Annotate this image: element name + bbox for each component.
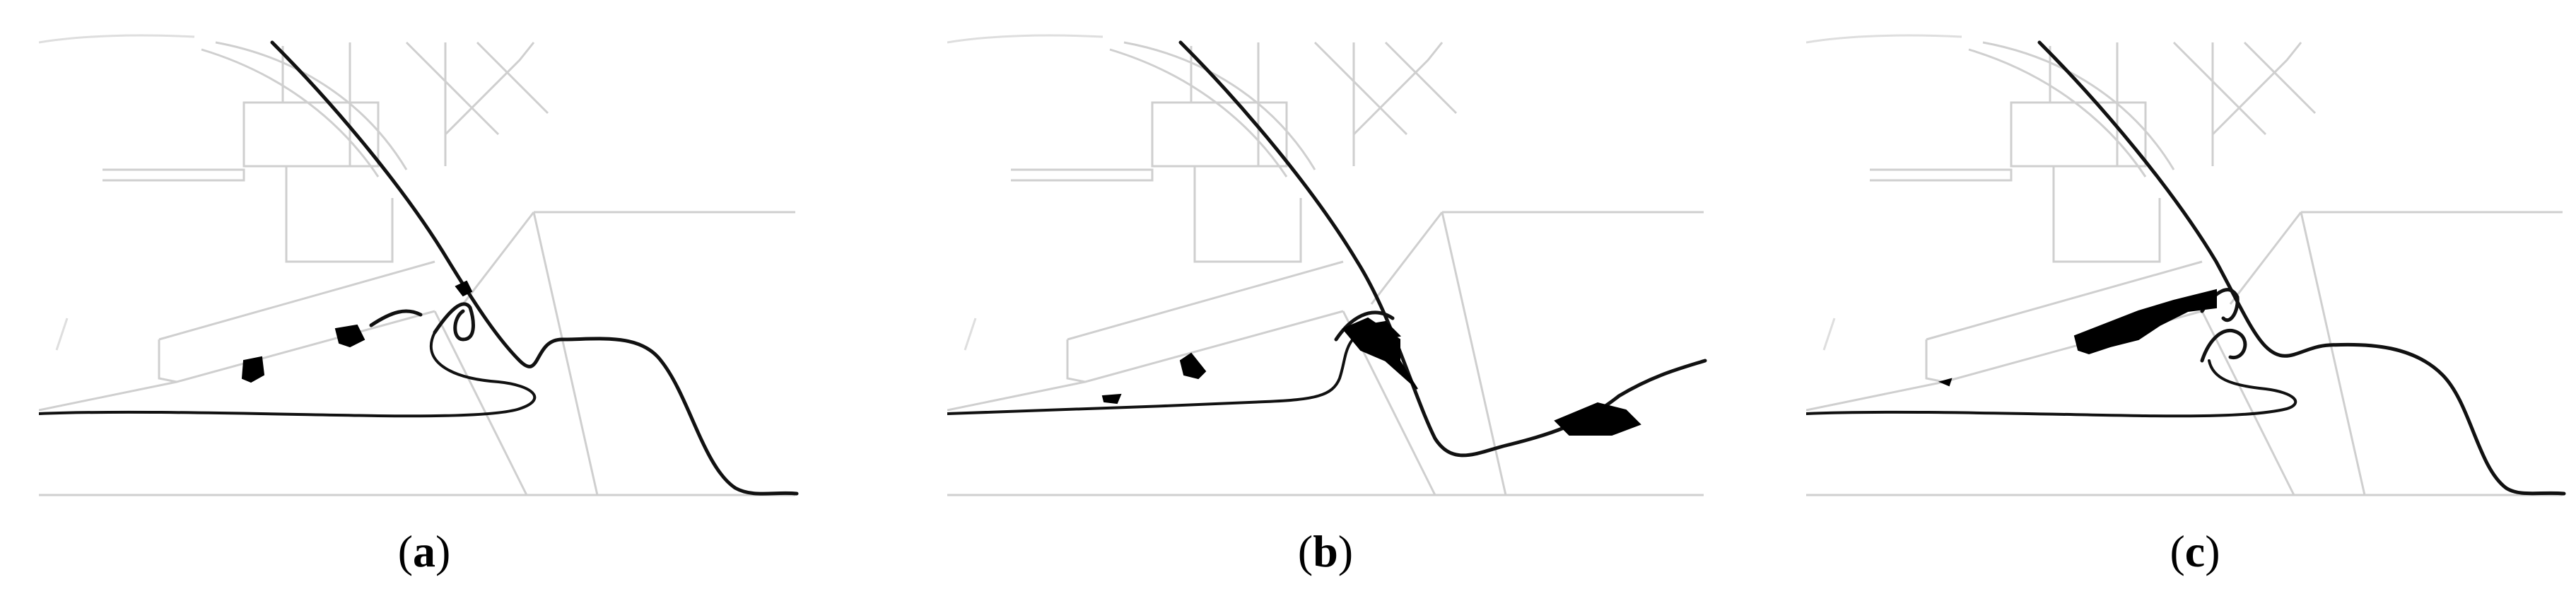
panel-b — [947, 28, 1718, 509]
caption-c: (c) — [2138, 523, 2252, 580]
panel-c-interface — [1806, 40, 2566, 496]
caption-c-letter: c — [2184, 526, 2206, 576]
caption-a-close: ) — [435, 526, 451, 576]
panel-b-interface — [947, 40, 1707, 458]
caption-c-close: ) — [2205, 526, 2220, 576]
caption-a: (a) — [368, 523, 481, 580]
panel-b-fluid-blobs — [1101, 317, 1641, 436]
panel-c-mesh — [1806, 34, 2563, 496]
panel-a-mesh — [39, 34, 795, 496]
caption-a-letter: a — [413, 526, 435, 576]
panel-a — [39, 28, 809, 509]
caption-b: (b) — [1269, 523, 1382, 580]
caption-b-open: ( — [1297, 526, 1313, 576]
caption-b-letter: b — [1313, 526, 1338, 576]
panel-c-fluid-blobs — [1938, 289, 2217, 387]
caption-c-open: ( — [2170, 526, 2185, 576]
panel-a-fluid-blobs — [241, 280, 473, 383]
panel-b-drawing — [947, 34, 1707, 496]
panel-c-drawing — [1806, 34, 2566, 496]
panel-a-drawing — [39, 34, 799, 496]
panel-c — [1806, 28, 2576, 509]
caption-b-close: ) — [1337, 526, 1354, 576]
caption-a-open: ( — [397, 526, 413, 576]
panel-a-interface — [39, 40, 799, 496]
